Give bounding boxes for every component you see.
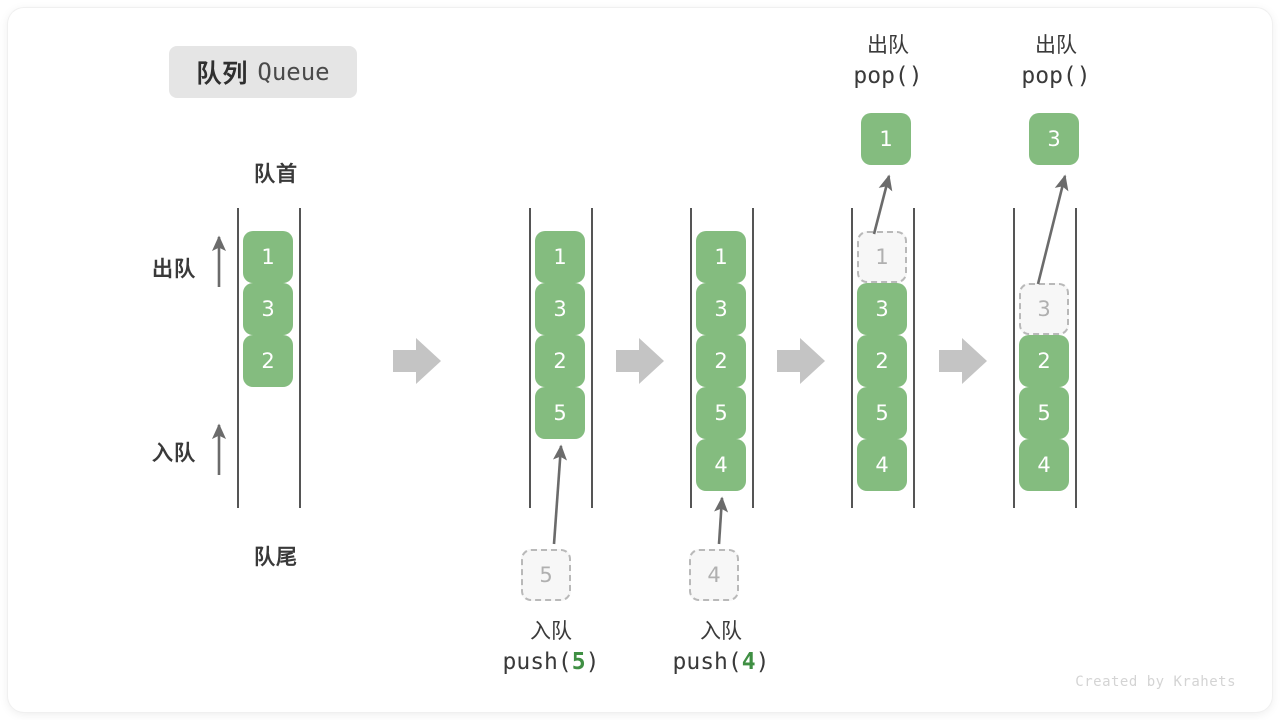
push-arrow-col3 xyxy=(714,496,729,545)
caption-cn-pop-3: 出队 xyxy=(1035,33,1077,57)
cell-col5-0: 3 xyxy=(1019,283,1069,335)
outgoing-cell-col5: 3 xyxy=(1029,113,1079,165)
front-label: 队首 xyxy=(254,162,298,186)
cell-col5-3: 4 xyxy=(1019,439,1069,491)
incoming-cell-col2: 5 xyxy=(521,549,571,601)
code-suffix: ) xyxy=(1076,63,1091,90)
cell-col4-2: 2 xyxy=(857,335,907,387)
enqueue-label: 入队 xyxy=(152,441,196,465)
arrow-overlay xyxy=(211,174,1069,545)
title-badge: 队列 Queue xyxy=(169,46,357,98)
code-prefix: push( xyxy=(672,649,742,676)
incoming-cell-col3: 4 xyxy=(689,549,739,601)
pop-arrow-col5 xyxy=(1036,174,1069,285)
caption-code-pop-1: pop() xyxy=(803,60,973,93)
cell-col4-1: 3 xyxy=(857,283,907,335)
cell-col1-2: 2 xyxy=(243,335,293,387)
cell-col2-2: 2 xyxy=(535,335,585,387)
cell-col3-0: 1 xyxy=(696,231,746,283)
cell-col2-0: 1 xyxy=(535,231,585,283)
caption-code-push-5: push(5) xyxy=(466,646,636,679)
title-en: Queue xyxy=(257,58,330,86)
cell-col4-4: 4 xyxy=(857,439,907,491)
watermark: Created by Krahets xyxy=(1075,674,1236,690)
cell-col5-1: 2 xyxy=(1019,335,1069,387)
cell-col5-2: 5 xyxy=(1019,387,1069,439)
rail-left-col4 xyxy=(851,208,853,508)
cell-col4-0: 1 xyxy=(857,231,907,283)
code-suffix: ) xyxy=(908,63,923,90)
caption-pop-1: 出队 pop() xyxy=(803,30,973,94)
caption-cn-pop-1: 出队 xyxy=(867,33,909,57)
code-arg: 5 xyxy=(571,649,586,676)
code-suffix: ) xyxy=(755,649,770,676)
cell-col3-1: 3 xyxy=(696,283,746,335)
rail-right-col1 xyxy=(299,208,301,508)
caption-push-4: 入队 push(4) xyxy=(636,616,806,680)
push-arrow-col2 xyxy=(552,444,568,545)
diagram-canvas: 队列 Queue 队首 队尾 出队 入队 1 3 2 1 3 2 5 5 1 3… xyxy=(8,8,1272,712)
rail-left-col1 xyxy=(237,208,239,508)
caption-pop-3: 出队 pop() xyxy=(971,30,1141,94)
cell-col1-0: 1 xyxy=(243,231,293,283)
cell-col3-2: 2 xyxy=(696,335,746,387)
cell-col2-3: 5 xyxy=(535,387,585,439)
rail-left-col2 xyxy=(529,208,531,508)
caption-cn-push-4: 入队 xyxy=(700,619,742,643)
caption-cn-push-5: 入队 xyxy=(530,619,572,643)
cell-col3-3: 5 xyxy=(696,387,746,439)
rail-left-col5 xyxy=(1013,208,1015,508)
title-cn: 队列 xyxy=(196,59,249,88)
cell-col3-4: 4 xyxy=(696,439,746,491)
code-arg: 4 xyxy=(741,649,756,676)
rail-left-col3 xyxy=(690,208,692,508)
flow-arrow-4-icon xyxy=(939,338,987,384)
flow-arrow-2-icon xyxy=(616,338,664,384)
rail-right-col3 xyxy=(752,208,754,508)
caption-push-5: 入队 push(5) xyxy=(466,616,636,680)
pop-arrow-col4 xyxy=(872,174,893,235)
caption-code-push-4: push(4) xyxy=(636,646,806,679)
rail-right-col5 xyxy=(1075,208,1077,508)
caption-code-pop-3: pop() xyxy=(971,60,1141,93)
code-suffix: ) xyxy=(585,649,600,676)
flow-arrow-1-icon xyxy=(393,338,441,384)
cell-col2-1: 3 xyxy=(535,283,585,335)
dequeue-label: 出队 xyxy=(152,257,196,281)
code-prefix: pop( xyxy=(1021,63,1077,90)
cell-col4-3: 5 xyxy=(857,387,907,439)
rear-label: 队尾 xyxy=(254,545,298,569)
code-prefix: pop( xyxy=(853,63,909,90)
code-prefix: push( xyxy=(502,649,572,676)
flow-arrow-3-icon xyxy=(777,338,825,384)
rail-right-col4 xyxy=(913,208,915,508)
outgoing-cell-col4: 1 xyxy=(861,113,911,165)
rail-right-col2 xyxy=(591,208,593,508)
cell-col1-1: 3 xyxy=(243,283,293,335)
